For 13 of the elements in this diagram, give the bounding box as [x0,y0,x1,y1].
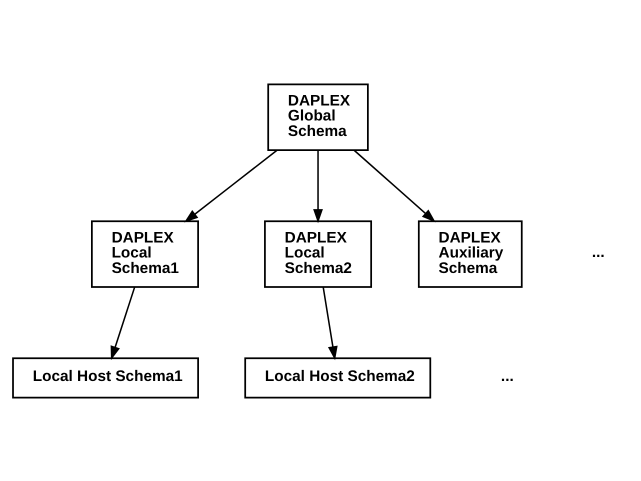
arrow [110,286,136,360]
node-box: DAPLEX Local Schema2 [264,220,372,288]
node-box: DAPLEX Auxiliary Schema [418,220,523,288]
arrow [184,149,278,222]
node-box: DAPLEX Global Schema [267,83,369,150]
arrow [354,149,436,222]
label: ... [500,367,514,384]
arrow [313,150,323,223]
arrow [322,286,338,360]
node-box: Local Host Schema1 [12,356,199,398]
node-box: DAPLEX Local Schema1 [91,220,199,288]
node-box: Local Host Schema2 [244,356,432,398]
label: ... [592,244,605,261]
